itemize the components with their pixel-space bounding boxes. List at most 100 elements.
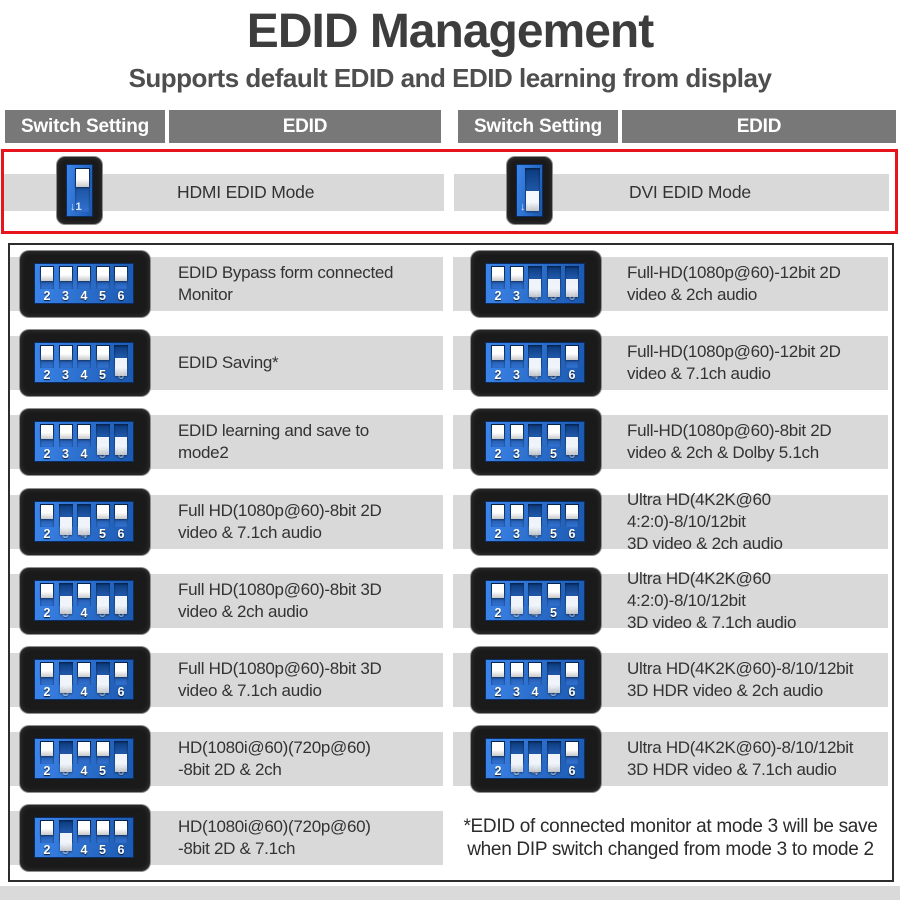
dip-position-2: 2 (491, 343, 505, 382)
dip-slider-up (115, 821, 127, 836)
dip-number: 6 (117, 685, 125, 699)
edid-description: Ultra HD(4K2K@60 4:2:0)-8/10/12bit 3D vi… (627, 568, 797, 632)
dip-slider-down (547, 358, 560, 377)
dip-slider-up (96, 267, 109, 281)
dip-number: 2 (43, 843, 51, 858)
page-title: EDID Management (246, 5, 654, 58)
dip-slider-up (566, 742, 578, 757)
dip-position-6: 6 (565, 581, 579, 620)
dip-number: 6 (568, 764, 576, 779)
dip-position-6: 6 (565, 739, 579, 778)
dip-position-4: 4 (528, 581, 542, 620)
dip-slider-up (78, 742, 90, 757)
dip-position-2: 2 (40, 818, 54, 857)
edid-description: Full HD(1080p@60)-8bit 2D video & 7.1ch … (178, 500, 382, 542)
dip-number: 2 (43, 764, 51, 779)
dip-position-2: 2 (40, 343, 54, 382)
dip-slider-up (510, 425, 523, 440)
dip-position-4: 4 (77, 818, 91, 857)
dip-position-4: 4 (77, 343, 91, 382)
bottom-strip (0, 886, 900, 900)
dip-number: 2 (43, 605, 51, 620)
dip-slider-up (492, 742, 504, 757)
dip-slider-up (59, 346, 72, 361)
dip-number: 4 (531, 685, 539, 699)
dip-number: 5 (550, 526, 557, 541)
dip-slider-down (547, 675, 560, 693)
dip-slider-down (529, 595, 541, 614)
dip-slider-up (566, 504, 578, 519)
dip-slider-down (547, 279, 560, 297)
dip-slider-down (115, 595, 127, 614)
dip-position-6: 6 (114, 502, 128, 541)
dip-number: 4 (80, 368, 88, 383)
dip-position-3: 3 (509, 581, 524, 620)
dip-slider-down (566, 437, 578, 456)
dip-slider-up (41, 267, 53, 281)
dip-slider-up (492, 583, 504, 598)
dip-number: 5 (99, 289, 106, 303)
dip-position-4: 4 (77, 422, 91, 461)
dip-position-3: 3 (509, 343, 524, 382)
switch1-down-arrow-marker: ↓1 (520, 201, 532, 213)
dip-number: 4 (80, 764, 88, 779)
edid-description: Ultra HD(4K2K@60 4:2:0)-8/10/12bit 3D vi… (627, 489, 783, 553)
dip-slider-up (96, 821, 109, 836)
edid-description: Full-HD(1080p@60)-8bit 2D video & 2ch & … (627, 421, 832, 463)
dip-position-4: 4 (77, 264, 91, 303)
dip-slider-up (115, 504, 127, 519)
dip-number: 5 (99, 526, 106, 541)
edid-description: Ultra HD(4K2K@60)-8/10/12bit 3D HDR vide… (627, 738, 854, 780)
header-edid-right: EDID (622, 110, 896, 143)
dip-number: 2 (43, 447, 51, 462)
dip-number: 3 (62, 368, 69, 383)
dip-slider-up (78, 346, 90, 361)
dip-slider-up (510, 663, 523, 677)
dip-slider-up (115, 663, 127, 677)
dip-position-5: 5 (95, 660, 110, 699)
dip-slider-up (78, 583, 90, 598)
switch-slider (76, 169, 89, 187)
dip-slider-up (492, 267, 504, 281)
dip-position-3: 3 (509, 502, 524, 541)
dip-slider-down (510, 754, 523, 773)
dip-number: 3 (62, 447, 69, 462)
dip-position-6: 6 (114, 264, 128, 303)
dip-slider-up (41, 821, 53, 836)
edid-mode-row: ↓1 HDMI EDID Mode ↓1 DVI EDID Mode (1, 149, 898, 234)
dip-number: 6 (117, 526, 125, 541)
dip-position-3: 3 (58, 264, 73, 303)
dip-number: 2 (43, 526, 51, 541)
dip-position-5: 5 (546, 660, 561, 699)
dip-position-3: 3 (509, 422, 524, 461)
dip-slider-up (41, 583, 53, 598)
dip-position-3: 3 (509, 739, 524, 778)
dip-number: 2 (494, 685, 502, 699)
edid-description: EDID Saving* (178, 353, 279, 373)
dip-slider-down (529, 516, 541, 535)
dip-position-5: 5 (95, 264, 110, 303)
dip-position-4: 4 (77, 660, 91, 699)
dip-position-4: 4 (528, 422, 542, 461)
hdmi-mode-switch: ↓1 (57, 157, 102, 224)
edid-description: HD(1080i@60)(720p@60) -8bit 2D & 2ch (178, 738, 371, 780)
header-switch-setting-left: Switch Setting (5, 110, 165, 143)
dip-slider-up (492, 425, 504, 440)
dip-slider-down (566, 279, 578, 297)
dip-slider-up (566, 346, 578, 361)
dip-number: 2 (494, 447, 502, 462)
dip-position-2: 2 (40, 581, 54, 620)
dip-number: 2 (43, 685, 51, 699)
dip-slider-up (492, 504, 504, 519)
